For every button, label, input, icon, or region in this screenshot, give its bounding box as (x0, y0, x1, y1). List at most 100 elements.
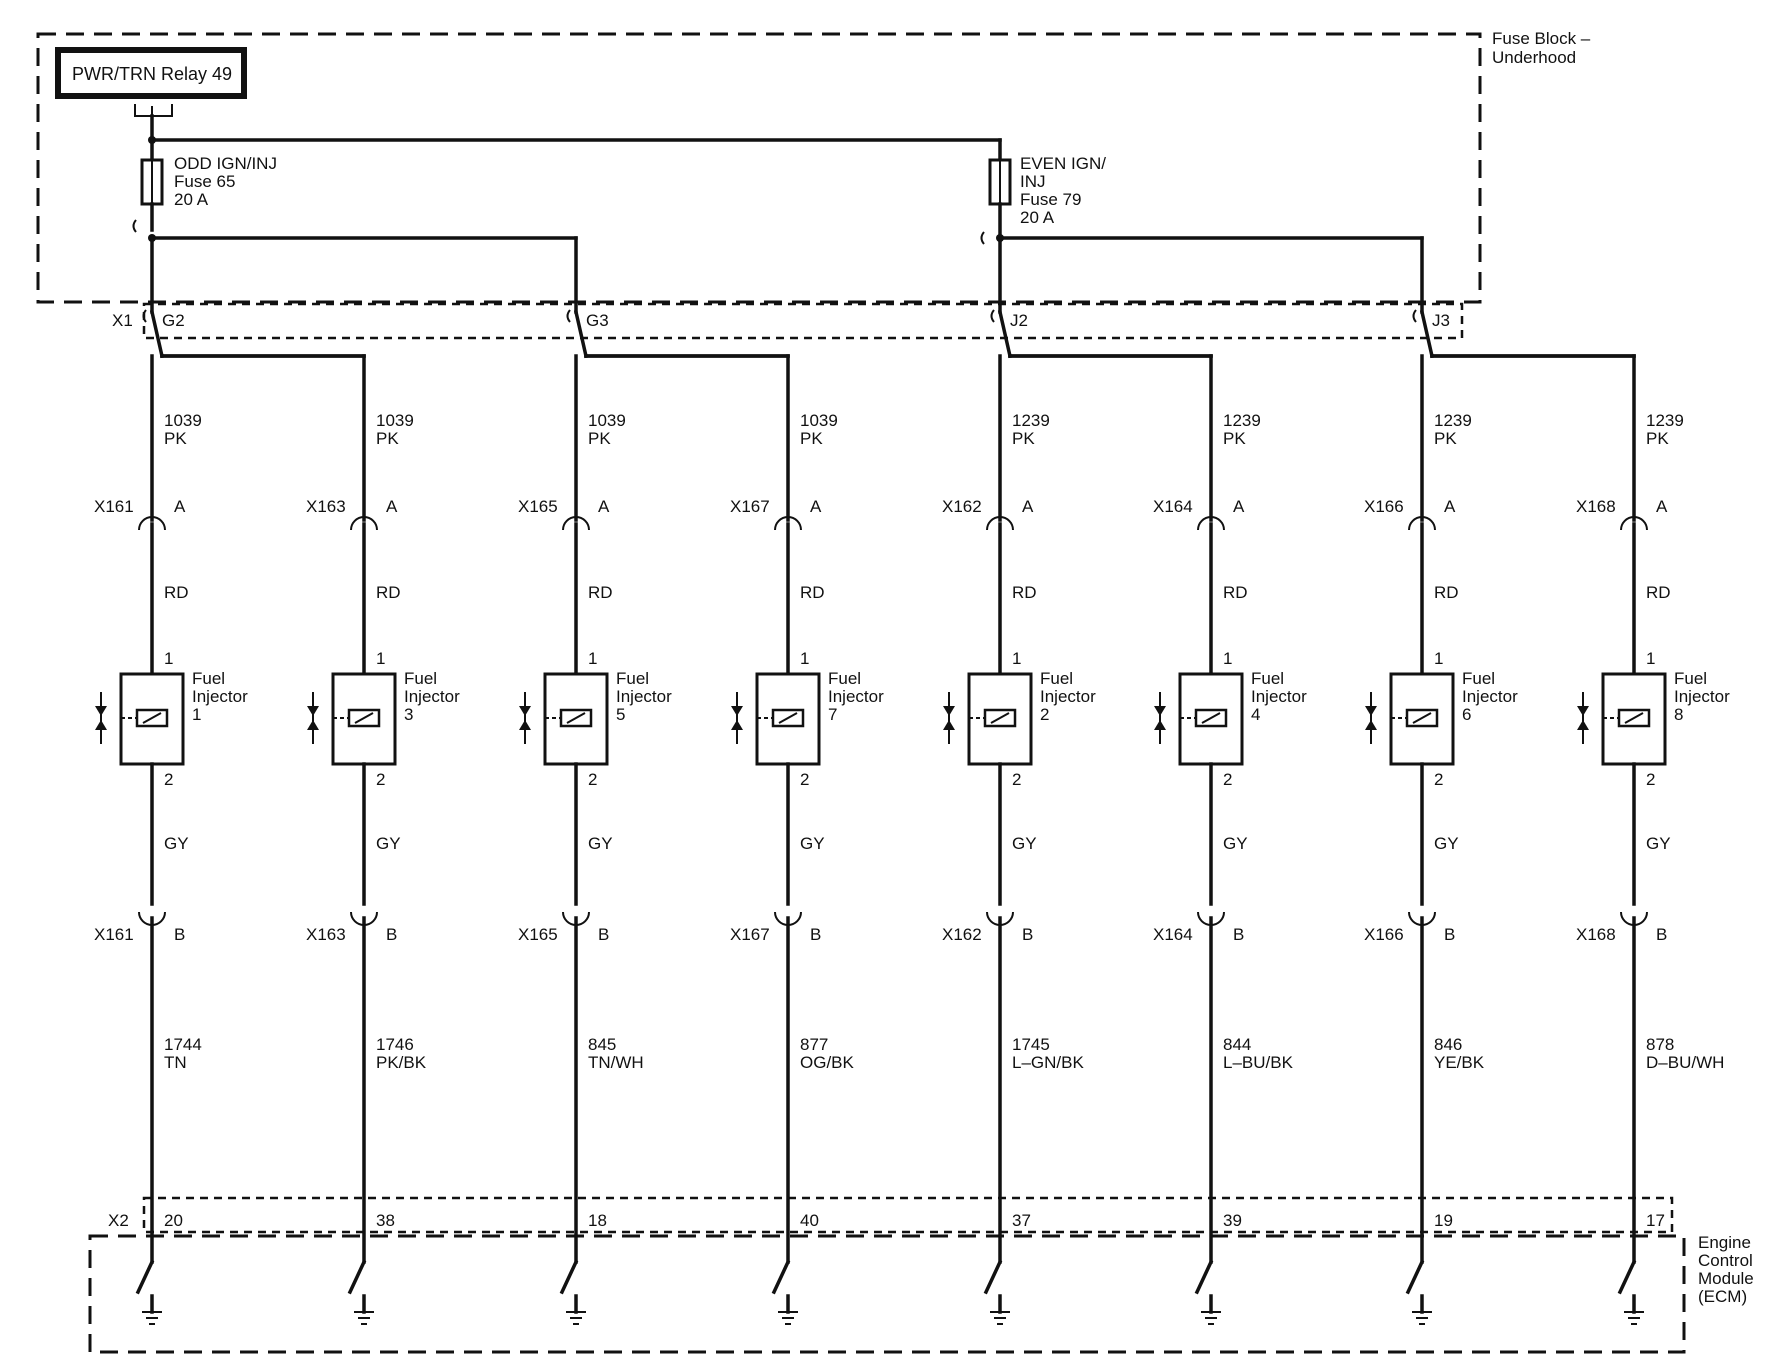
connector-b-label: X162 (942, 925, 982, 944)
upper-wire-color: RD (1434, 583, 1459, 602)
injector-name-line2: Injector (1040, 687, 1096, 706)
feed-color-label: PK (1223, 429, 1246, 448)
connector-female-icon (562, 516, 590, 531)
injector-number: 1 (192, 705, 201, 724)
upper-wire-color: RD (164, 583, 189, 602)
x2-label: X2 (108, 1211, 129, 1230)
fuse-block-label-line2: Underhood (1492, 48, 1576, 67)
pin-b-label: B (598, 925, 609, 944)
pin-g3-label: G3 (586, 311, 609, 330)
out-color-label: OG/BK (800, 1053, 855, 1072)
ecm-pin-label: 39 (1223, 1211, 1242, 1230)
feed-color-label: PK (1434, 429, 1457, 448)
ecm-label-line3: Module (1698, 1269, 1754, 1288)
lower-wire-color: GY (800, 834, 825, 853)
wire-break-icon (132, 219, 137, 233)
pin-a-label: A (1233, 497, 1245, 516)
injector-number: 7 (828, 705, 837, 724)
ecm-pin-label: 18 (588, 1211, 607, 1230)
connector-b-label: X163 (306, 925, 346, 944)
injector-number: 5 (616, 705, 625, 724)
out-color-label: L–GN/BK (1012, 1053, 1084, 1072)
upper-wire-color: RD (1223, 583, 1248, 602)
terminal-1-label: 1 (1646, 649, 1655, 668)
ecm-driver-switch (983, 1259, 1003, 1295)
injector-name-line2: Injector (1251, 687, 1307, 706)
connector-b-label: X167 (730, 925, 770, 944)
injector-name-line1: Fuel (1462, 669, 1495, 688)
relay-terminal-icon (134, 104, 173, 142)
pin-b-label: B (386, 925, 397, 944)
ecm-driver-switch (771, 1259, 791, 1295)
connector-female-icon (138, 516, 166, 531)
pin-j2-label: J2 (1010, 311, 1028, 330)
upper-wire-color: RD (800, 583, 825, 602)
ecm: X2 Engine Control Module (ECM) (88, 1196, 1754, 1354)
injector-number: 3 (404, 705, 413, 724)
fuse-even-line3: Fuse 79 (1020, 190, 1081, 209)
terminal-2-label: 2 (800, 770, 809, 789)
injector-number: 6 (1462, 705, 1471, 724)
feed-circuit-label: 1039 (588, 411, 626, 430)
out-circuit-label: 1744 (164, 1035, 202, 1054)
lower-wire-color: GY (1434, 834, 1459, 853)
fuse-even-line4: 20 A (1020, 208, 1055, 227)
out-circuit-label: 844 (1223, 1035, 1251, 1054)
pin-b-label: B (1656, 925, 1667, 944)
lower-wire-color: GY (1012, 834, 1037, 853)
injector-name-line1: Fuel (1251, 669, 1284, 688)
connector-a-label: X162 (942, 497, 982, 516)
pin-b-label: B (174, 925, 185, 944)
feed-circuit-label: 1039 (164, 411, 202, 430)
injector-name-line1: Fuel (1040, 669, 1073, 688)
connector-a-label: X168 (1576, 497, 1616, 516)
terminal-2-label: 2 (376, 770, 385, 789)
pin-a-label: A (386, 497, 398, 516)
ecm-driver-switch (1194, 1259, 1214, 1295)
lower-wire-color: GY (1646, 834, 1671, 853)
injector-name-line1: Fuel (192, 669, 225, 688)
terminal-1-label: 1 (1012, 649, 1021, 668)
pin-a-label: A (1022, 497, 1034, 516)
relay-box (55, 47, 247, 99)
pin-a-label: A (810, 497, 822, 516)
relay-label: PWR/TRN Relay 49 (72, 64, 232, 84)
terminal-1-label: 1 (376, 649, 385, 668)
out-circuit-label: 1745 (1012, 1035, 1050, 1054)
fuse-odd-line2: Fuse 65 (174, 172, 235, 191)
fuse-odd-line1: ODD IGN/INJ (174, 154, 277, 173)
wire-break-icon (1412, 309, 1417, 323)
out-circuit-label: 877 (800, 1035, 828, 1054)
injector-name-line2: Injector (616, 687, 672, 706)
out-color-label: L–BU/BK (1223, 1053, 1294, 1072)
ecm-driver-switch (1617, 1259, 1637, 1295)
ecm-label-line1: Engine (1698, 1233, 1751, 1252)
ecm-pin-label: 37 (1012, 1211, 1031, 1230)
injector-number: 4 (1251, 705, 1260, 724)
pin-b-label: B (810, 925, 821, 944)
ecm-pin-label: 38 (376, 1211, 395, 1230)
terminal-1-label: 1 (588, 649, 597, 668)
ecm-driver-switch (347, 1259, 367, 1295)
x1-connector-outline (142, 302, 1464, 340)
injector-name-line1: Fuel (1674, 669, 1707, 688)
pin-a-label: A (174, 497, 186, 516)
feed-circuit-label: 1239 (1646, 411, 1684, 430)
out-color-label: D–BU/WH (1646, 1053, 1724, 1072)
out-color-label: YE/BK (1434, 1053, 1485, 1072)
pin-g2-label: G2 (162, 311, 185, 330)
connector-female-icon (774, 516, 802, 531)
feed-circuit-label: 1239 (1223, 411, 1261, 430)
ecm-label-line4: (ECM) (1698, 1287, 1747, 1306)
out-color-label: TN/WH (588, 1053, 644, 1072)
ecm-pin-label: 17 (1646, 1211, 1665, 1230)
connector-a-label: X165 (518, 497, 558, 516)
pin-a-label: A (1656, 497, 1668, 516)
feed-color-label: PK (588, 429, 611, 448)
fuse-even-line1: EVEN IGN/ (1020, 154, 1106, 173)
